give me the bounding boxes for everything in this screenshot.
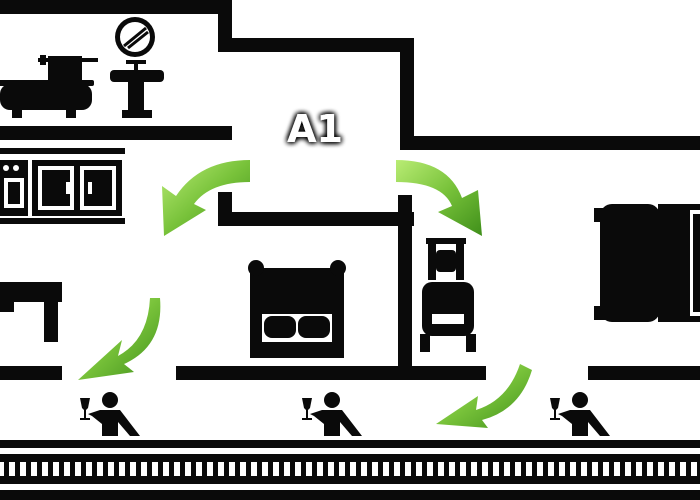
railing-baluster [103,460,108,478]
person-with-wine-glass-icon [302,392,362,436]
railing-baluster [565,460,570,478]
railing-baluster [224,460,229,478]
sofa-bed-icon [594,204,700,322]
railing-baluster [279,460,284,478]
wall-bottom-right [588,366,700,380]
arrow-right-down [436,364,532,428]
railing-baluster [587,460,592,478]
railing-baluster [4,460,9,478]
railing-baluster [576,460,581,478]
wall-bathroom-bottom [0,126,232,140]
railing-baluster [81,460,86,478]
railing-baluster [268,460,273,478]
railing-baluster [686,460,691,478]
double-bed-icon [248,260,346,358]
railing-baluster [466,460,471,478]
railing-baluster [59,460,64,478]
wall-bottom-left [0,366,62,380]
railing-baluster [598,460,603,478]
railing-baluster [554,460,559,478]
bathtub-icon [0,55,98,118]
walls [0,0,700,380]
railing-baluster [213,460,218,478]
wall-bottom-middle [176,366,486,380]
railing-baluster [378,460,383,478]
wall-bedroom-top [218,212,414,226]
railing-baluster [411,460,416,478]
railing-baluster [664,460,669,478]
person-with-wine-glass-icon [80,392,140,436]
railing-baluster [125,460,130,478]
railing-baluster [202,460,207,478]
railing-baluster [422,460,427,478]
railing-baluster [114,460,119,478]
railing-baluster [697,460,700,478]
railing-baluster [290,460,295,478]
railing-baluster [136,460,141,478]
railing-baluster [345,460,350,478]
railing-baluster [433,460,438,478]
railing-baluster [532,460,537,478]
table-icon [0,282,62,342]
railing-baluster [543,460,548,478]
railing-baluster [488,460,493,478]
railing-baluster [37,460,42,478]
kitchen-shelf [0,148,125,154]
railing-baluster [356,460,361,478]
railing-baluster [334,460,339,478]
railing-baluster [92,460,97,478]
railing-baluster [26,460,31,478]
railing-baluster [169,460,174,478]
railing-baluster [444,460,449,478]
railing-baluster [301,460,306,478]
railing-baluster [675,460,680,478]
arrow-left-down [78,298,161,380]
railing-baluster [323,460,328,478]
railing-baluster [180,460,185,478]
railing-baluster [455,460,460,478]
arrow-a1-to-right [396,160,482,236]
railing-baluster [191,460,196,478]
washbasin-icon [110,60,164,118]
railing-baluster [499,460,504,478]
kitchen-floor-line [0,218,125,224]
wall-a1-top [218,38,414,52]
wall-top-left [0,0,232,14]
railing-baluster [257,460,262,478]
railing-baluster [367,460,372,478]
wall-right-room-top [400,136,700,150]
railing-baluster [400,460,405,478]
railing-baluster [521,460,526,478]
railing-baluster [631,460,636,478]
unit-label: A1 [287,107,343,151]
kitchen-counter-icon [32,160,122,216]
stove-icon [0,160,28,216]
railing-baluster [158,460,163,478]
curved-arrow-icon [78,160,532,428]
railing-baluster [70,460,75,478]
person-with-wine-glass-icon [550,392,610,436]
single-bed-icon [420,238,476,352]
railing-baluster [477,460,482,478]
railing-baluster [15,460,20,478]
unit-label-text: A1 [287,107,343,151]
railing-baluster [147,460,152,478]
railing-baluster [246,460,251,478]
round-mirror-icon [115,17,155,57]
wall-a1-right [400,38,414,150]
railing-baluster [642,460,647,478]
railing-baluster [510,460,515,478]
railing-baluster [389,460,394,478]
wall-bedroom-right [398,195,412,375]
railing-baluster [48,460,53,478]
arrow-a1-to-kitchen [162,160,250,236]
railing-baluster [235,460,240,478]
railing-baluster [620,460,625,478]
railing-baluster [312,460,317,478]
railing-baluster [653,460,658,478]
railing-icon [0,440,700,500]
railing-baluster [609,460,614,478]
